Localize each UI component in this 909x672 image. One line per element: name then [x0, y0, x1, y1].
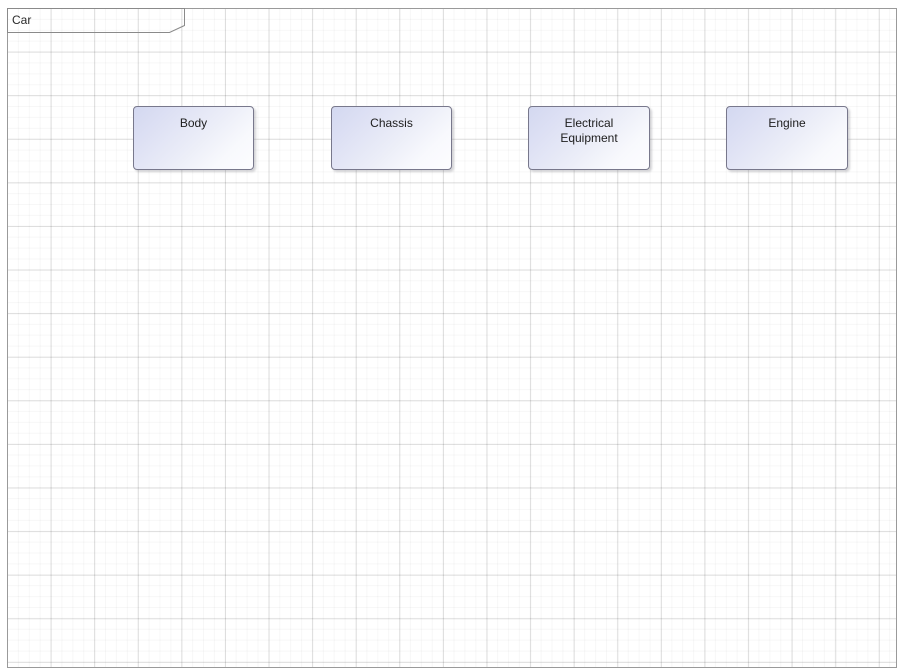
diagram-node-body[interactable]: Body	[133, 106, 254, 170]
frame-tab-label: Car	[12, 13, 32, 27]
diagram-node-label: Engine	[768, 116, 806, 130]
frame-tab-outline-icon	[7, 8, 185, 33]
diagram-node-label: Electrical Equipment	[560, 116, 618, 145]
diagram-node-label: Body	[179, 116, 208, 130]
diagram-node-engine[interactable]: Engine	[726, 106, 848, 170]
diagram-node-label: Chassis	[370, 116, 413, 130]
frame-tab[interactable]: Car	[7, 8, 185, 33]
diagram-node-electrical-equipment[interactable]: Electrical Equipment	[528, 106, 650, 170]
diagram-node-chassis[interactable]: Chassis	[331, 106, 452, 170]
